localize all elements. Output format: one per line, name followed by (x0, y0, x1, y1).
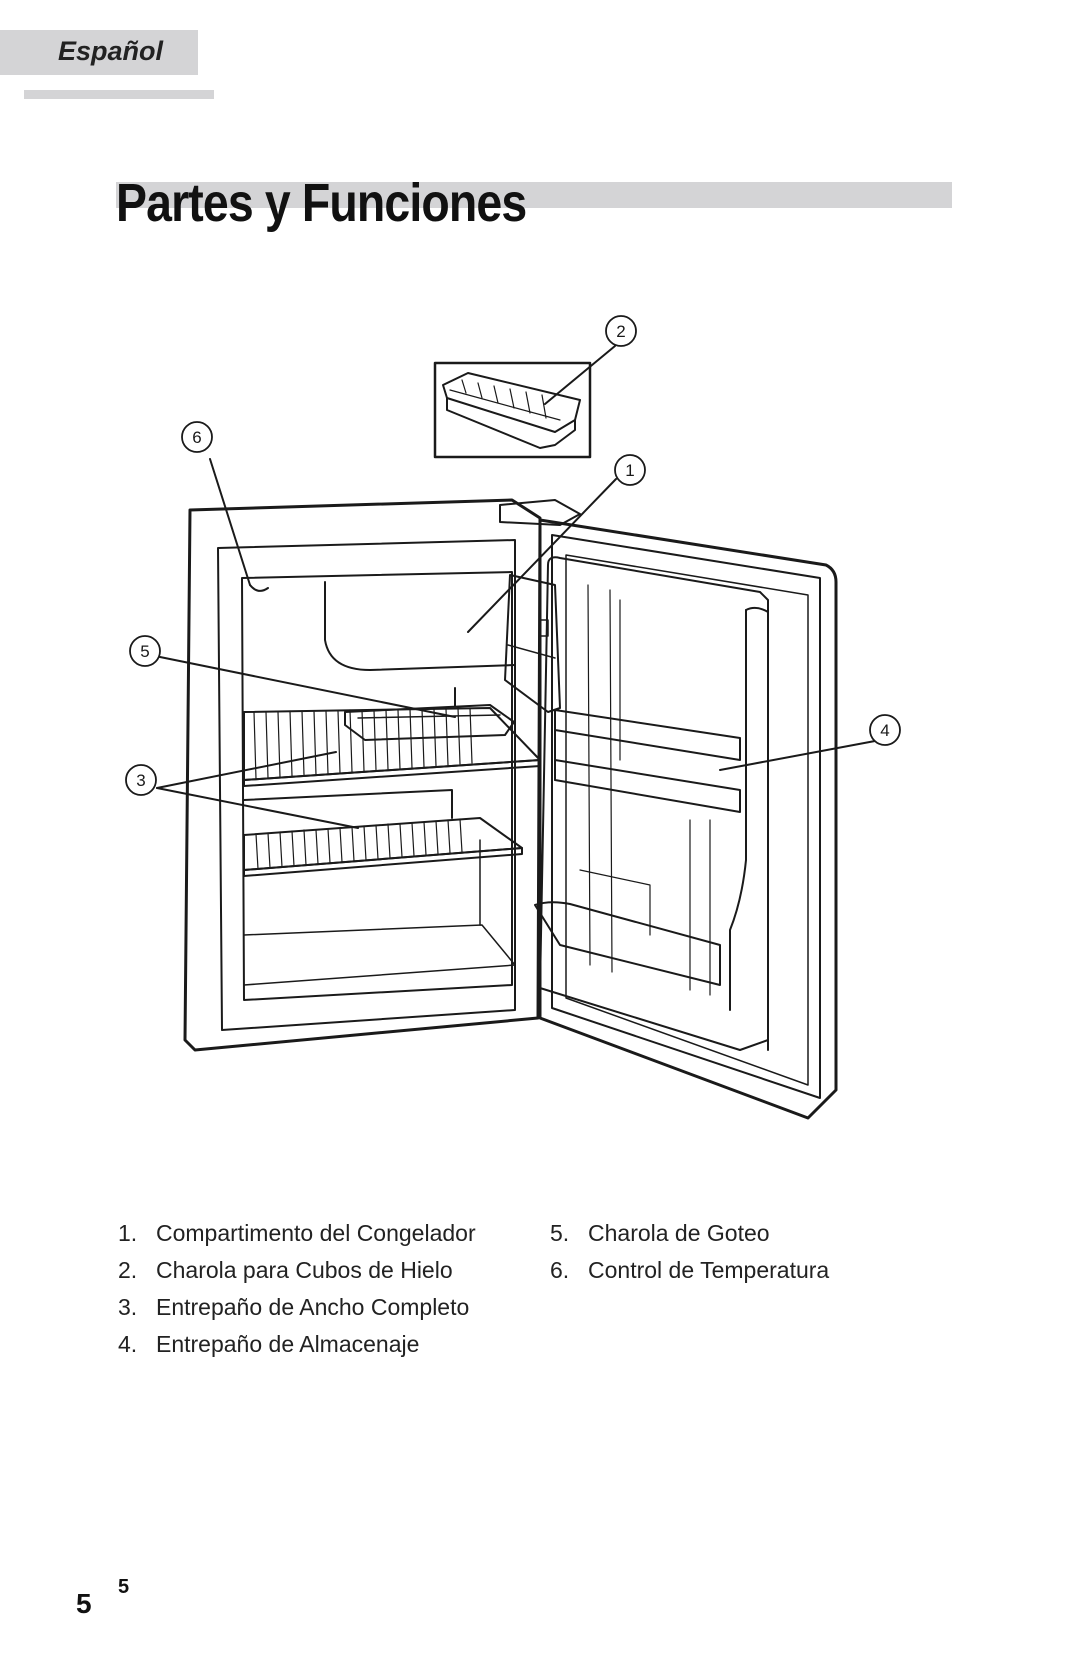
callout-circle-6 (181, 421, 213, 453)
ice-tray-inset (433, 361, 592, 459)
cabinet-front-frame (217, 539, 516, 1031)
legend-item: 1. Compartimento del Congelador (118, 1220, 476, 1257)
legend-item: 5. Charola de Goteo (550, 1220, 829, 1257)
callout-leaders (156, 345, 876, 829)
language-tab-underline (24, 90, 214, 99)
legend-number: 1. (118, 1220, 138, 1246)
page-title: Partes y Funciones (116, 173, 527, 233)
callout-label-5: 5 (140, 642, 149, 661)
legend-number: 5. (550, 1220, 570, 1246)
callout-circle-3 (125, 764, 157, 796)
callout-label-2: 2 (616, 322, 625, 341)
legend-item: 2. Charola para Cubos de Hielo (118, 1257, 476, 1294)
refrigerator-diagram: 1 2 3 4 5 6 (125, 315, 901, 1120)
legend-number: 4. (118, 1331, 138, 1357)
upper-shelf (243, 707, 541, 787)
lower-shelf (243, 789, 523, 877)
callout-circle-5 (129, 635, 161, 667)
callout-circle-2 (605, 315, 637, 347)
legend-label: Entrepaño de Ancho Completo (156, 1294, 470, 1320)
callout-label-3: 3 (136, 771, 145, 790)
callout-circle-4 (869, 714, 901, 746)
page-number-mark: 5 (118, 1576, 130, 1598)
title-bar (116, 182, 952, 208)
parts-legend-left: 1. Compartimento del Congelador 2. Charola… (118, 1220, 476, 1368)
language-tab-label: Español (58, 36, 164, 66)
refrigerator-door (504, 518, 838, 1120)
cabinet-outline (183, 498, 542, 1052)
page-number: 5 (76, 1588, 92, 1619)
legend-label: Charola de Goteo (588, 1220, 770, 1246)
cabinet-inner-wall (241, 571, 513, 1001)
freezer-compartment (324, 581, 516, 671)
callout-circles (125, 315, 901, 796)
legend-item: 6. Control de Temperatura (550, 1257, 829, 1294)
legend-number: 3. (118, 1294, 138, 1320)
legend-label: Control de Temperatura (588, 1257, 830, 1283)
legend-item: 4. Entrepaño de Almacenaje (118, 1331, 476, 1368)
callout-label-1: 1 (625, 461, 634, 480)
callout-label-4: 4 (880, 721, 889, 740)
legend-number: 6. (550, 1257, 570, 1283)
callout-label-6: 6 (192, 428, 201, 447)
language-tab: Español (0, 30, 198, 75)
drip-tray (344, 704, 515, 741)
legend-number: 2. (118, 1257, 138, 1283)
door-hinge (499, 499, 581, 526)
legend-label: Compartimento del Congelador (156, 1220, 476, 1246)
legend-label: Charola para Cubos de Hielo (156, 1257, 453, 1283)
callout-circle-1 (614, 454, 646, 486)
legend-item: 3. Entrepaño de Ancho Completo (118, 1294, 476, 1331)
parts-legend-right: 5. Charola de Goteo 6. Control de Temperat… (550, 1220, 829, 1294)
legend-label: Entrepaño de Almacenaje (156, 1331, 420, 1357)
